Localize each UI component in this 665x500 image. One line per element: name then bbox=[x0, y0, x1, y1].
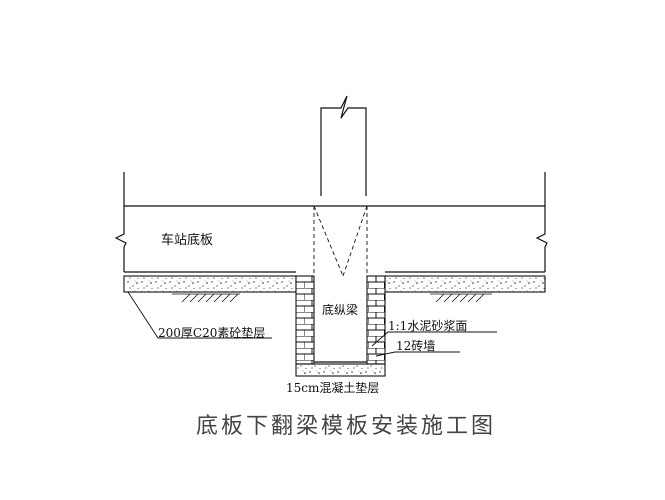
label-brick-wall: 12砖墙 bbox=[396, 338, 435, 353]
cushion-layer-right bbox=[384, 275, 546, 293]
label-cushion-layer: 200厚C20素砼垫层 bbox=[158, 325, 265, 340]
soil-hatch-right bbox=[430, 293, 492, 303]
drawing-title: 底板下翻梁模板安装施工图 bbox=[196, 414, 496, 439]
concrete-bottom-layer bbox=[295, 363, 386, 377]
brick-wall-right bbox=[366, 275, 386, 365]
label-mortar-surface: 1:1水泥砂浆面 bbox=[388, 318, 467, 333]
soil-hatch-left bbox=[172, 293, 240, 303]
beam-centerlines bbox=[313, 205, 368, 277]
label-concrete-bottom: 15cm混凝土垫层 bbox=[286, 380, 379, 395]
leader-lines bbox=[127, 291, 497, 357]
slab-outline bbox=[114, 172, 548, 273]
cushion-layer-left bbox=[123, 275, 297, 293]
label-longitudinal-beam: 底纵梁 bbox=[322, 302, 358, 317]
brick-wall-left bbox=[295, 275, 315, 365]
column-outline bbox=[320, 95, 367, 196]
label-station-slab: 车站底板 bbox=[161, 232, 213, 248]
